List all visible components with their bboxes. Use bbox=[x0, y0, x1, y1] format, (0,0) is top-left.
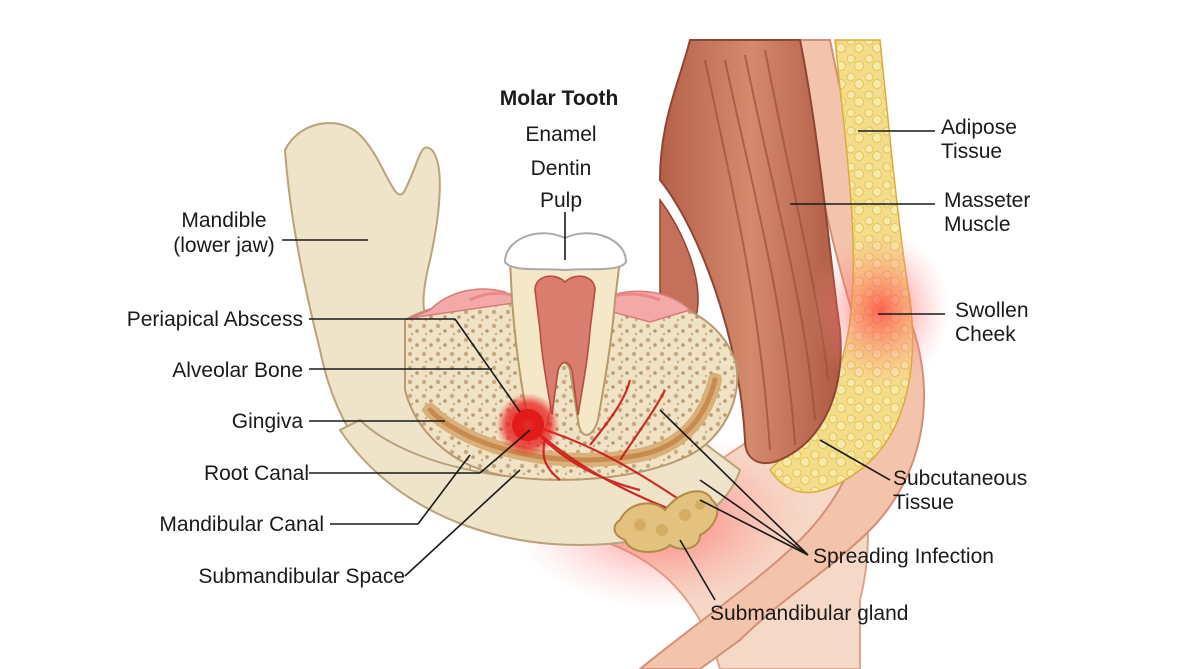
submandibular-gland-label: Submandibular gland bbox=[710, 602, 908, 625]
swollen-cheek-glow bbox=[810, 230, 950, 390]
leader-lines bbox=[282, 130, 945, 601]
periapical-abscess-label: Periapical Abscess bbox=[127, 308, 303, 331]
alveolar-bone-label: Alveolar Bone bbox=[172, 359, 303, 382]
mandibular-canal-shape bbox=[423, 373, 722, 467]
pulp-label: Pulp bbox=[540, 189, 582, 212]
mandibular-canal-label: Mandibular Canal bbox=[159, 513, 324, 536]
adipose-tissue-label-line2: Tissue bbox=[941, 140, 1002, 163]
enamel-label: Enamel bbox=[525, 123, 596, 146]
subcutaneous-tissue-label-line1: Subcutaneous bbox=[893, 467, 1027, 490]
swollen-cheek-label-line1: Swollen bbox=[955, 299, 1029, 322]
subcutaneous-tissue-label-line2: Tissue bbox=[893, 491, 954, 514]
mandible-label-line1: Mandible bbox=[181, 209, 266, 232]
root-canal-label: Root Canal bbox=[204, 462, 309, 485]
swollen-cheek-label-line2: Cheek bbox=[955, 323, 1016, 346]
masseter-muscle-label-line1: Masseter bbox=[944, 189, 1030, 212]
diagram-title: Molar Tooth bbox=[500, 87, 619, 110]
submandibular-gland-shape bbox=[613, 490, 719, 553]
gingiva-label: Gingiva bbox=[232, 410, 304, 433]
mandible-label-line2: (lower jaw) bbox=[173, 234, 275, 257]
submandibular-space-label: Submandibular Space bbox=[198, 565, 405, 588]
masseter-muscle-label-line2: Muscle bbox=[944, 213, 1011, 236]
dentin-label: Dentin bbox=[531, 157, 592, 180]
adipose-tissue-label-line1: Adipose bbox=[941, 116, 1017, 139]
spreading-infection-label: Spreading Infection bbox=[813, 545, 994, 568]
